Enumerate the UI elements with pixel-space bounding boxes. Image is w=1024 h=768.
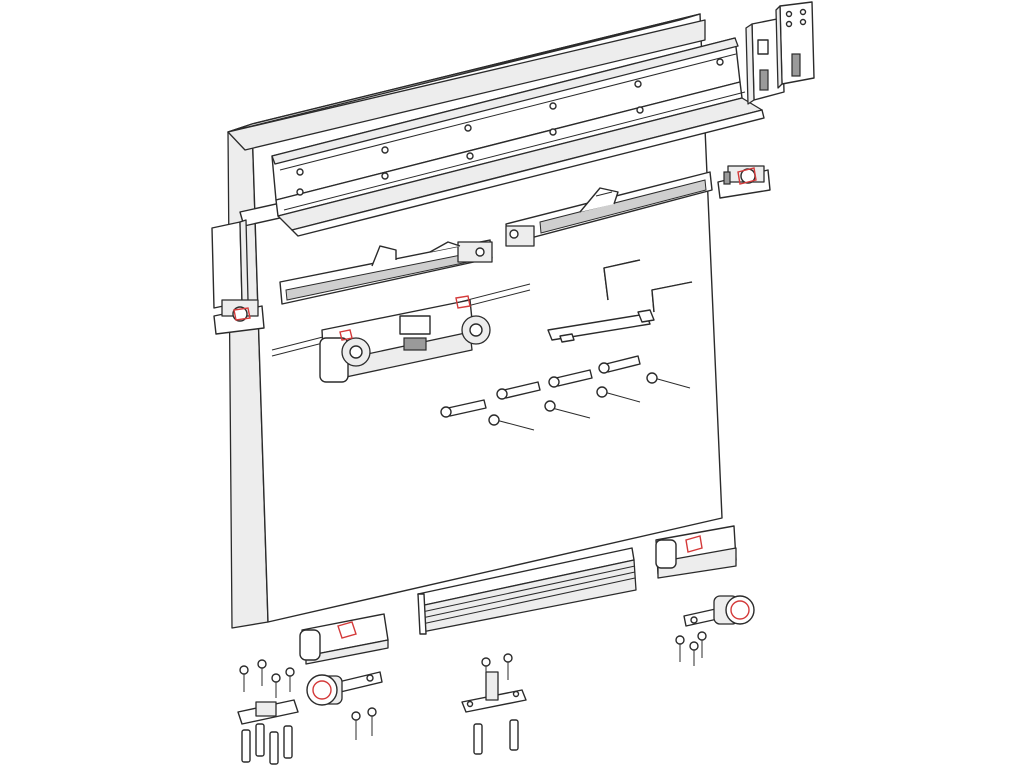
bottom-left-stopper [299, 613, 389, 665]
bottom-guide-channel [417, 547, 637, 635]
top-aluminium-track [271, 37, 765, 237]
adjustment-spanner [547, 309, 655, 343]
screw-cluster-bottom-left [239, 659, 295, 765]
allen-keys [603, 259, 693, 313]
top-roller-carriage [271, 283, 531, 383]
right-track-end-stop [717, 165, 771, 199]
wall-plugs-and-screws [440, 355, 691, 431]
screw-cluster-bottom-center [351, 653, 519, 755]
bottom-left-roller [306, 671, 383, 706]
screw-cluster-bottom-right [675, 631, 707, 666]
bottom-right-roller [683, 595, 755, 627]
wall-mounting-brackets [745, 1, 815, 105]
left-track-end-stop [213, 299, 265, 335]
bottom-right-stopper [655, 525, 737, 579]
soft-close-damper-lower [279, 239, 493, 305]
floor-guide-pin [461, 671, 527, 713]
track-mounting-holes [296, 58, 724, 196]
bottom-left-bracket [237, 699, 299, 725]
soft-close-damper-upper [505, 171, 713, 247]
